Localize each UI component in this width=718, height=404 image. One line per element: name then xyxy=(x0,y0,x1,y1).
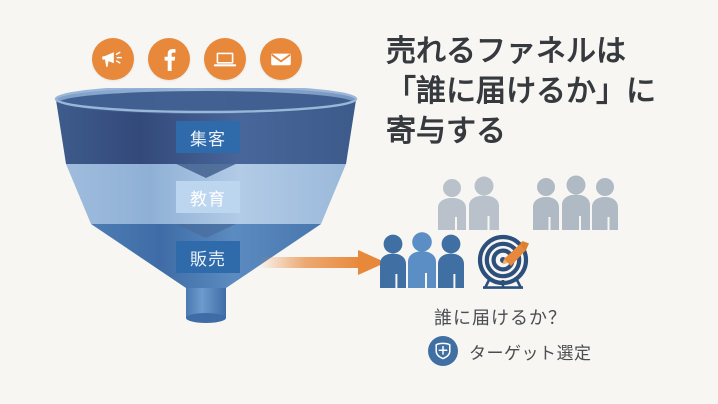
target-shield-icon xyxy=(428,336,458,366)
laptop-icon xyxy=(204,38,246,80)
funnel-stage-education: 教育 xyxy=(176,181,240,213)
page-title: 売れるファネルは 「誰に届けるか」に 寄与する xyxy=(386,34,656,149)
flow-arrow xyxy=(258,246,388,280)
funnel-stage-label: 販売 xyxy=(190,249,226,270)
target-dartboard-icon xyxy=(472,230,534,297)
funnel-stage-label: 集客 xyxy=(190,129,226,150)
funnel-stage-attract: 集客 xyxy=(176,121,240,153)
envelope-icon xyxy=(260,38,302,80)
funnel-stage-sales: 販売 xyxy=(176,241,240,273)
caption-question: 誰に届けるか？ xyxy=(434,308,567,329)
target-selection-badge: ターゲット選定 xyxy=(428,336,592,366)
funnel-stage-label: 教育 xyxy=(190,189,226,210)
target-selection-label: ターゲット選定 xyxy=(469,343,592,364)
facebook-icon xyxy=(148,38,190,80)
grey-people-pair xyxy=(432,176,512,237)
grey-people-trio xyxy=(530,174,622,237)
megaphone-icon xyxy=(92,38,134,80)
dart-icon xyxy=(502,241,529,266)
channel-icon-row xyxy=(92,38,302,80)
blue-people-trio xyxy=(378,232,466,295)
funnel-spout xyxy=(186,284,226,323)
